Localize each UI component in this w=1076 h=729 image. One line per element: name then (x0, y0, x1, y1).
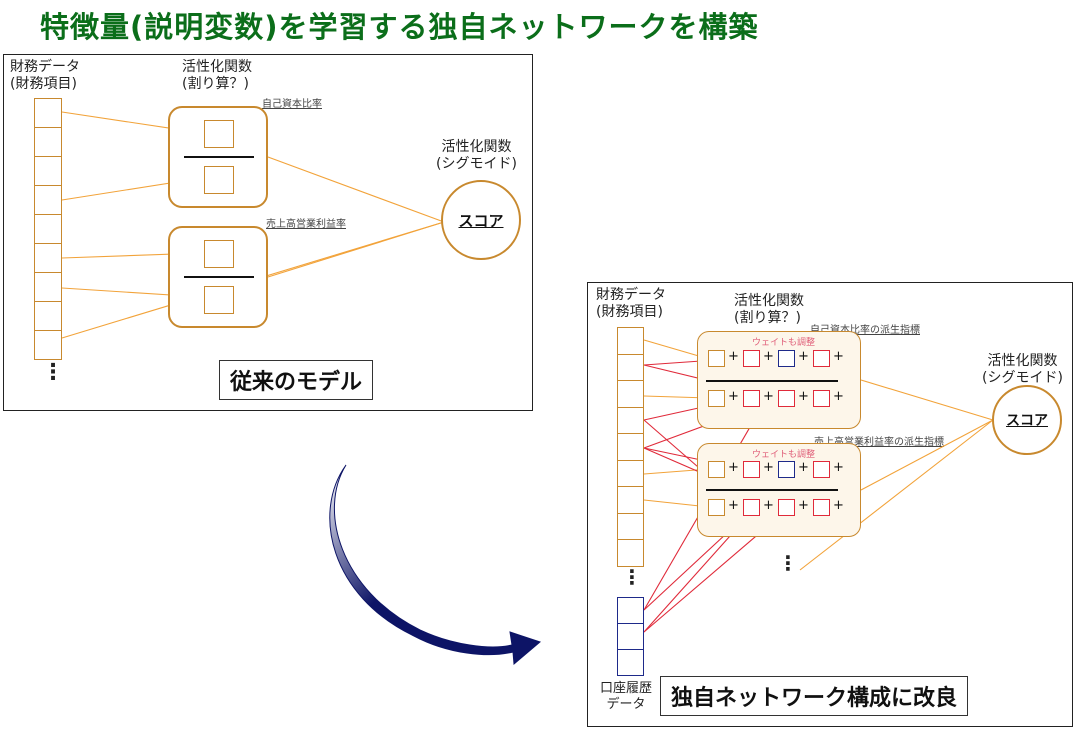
new-input-label-line2: (財務項目) (596, 304, 663, 320)
new-weight-note-1: ウェイトも調整 (752, 338, 816, 348)
old-ratio2-denominator (204, 286, 234, 314)
new-input-label: 財務データ (財務項目) (596, 287, 666, 321)
plus-sign: + (728, 460, 739, 475)
weight-square (743, 390, 760, 407)
old-ratio2-numerator (204, 240, 234, 268)
old-input-label: 財務データ (財務項目) (10, 59, 80, 93)
plus-sign: + (798, 460, 809, 475)
old-ratio1-node (168, 106, 268, 208)
new-account-label: 口座履歴 データ (600, 681, 652, 713)
new-input-label-line1: 財務データ (596, 287, 666, 303)
plus-sign: + (798, 389, 809, 404)
new-ratio2-name: 売上高営業利益率の派生指標 (814, 437, 944, 448)
new-sigmoid-label-line2: (シグモイド) (982, 370, 1063, 386)
old-ratio1-denominator (204, 166, 234, 194)
weight-square (708, 390, 725, 407)
new-input-cell (617, 512, 644, 540)
weight-square (778, 390, 795, 407)
weight-square (778, 499, 795, 516)
weight-square (708, 350, 725, 367)
old-ratio2-fraction-bar (184, 276, 254, 278)
old-ratio1-name: 自己資本比率 (262, 99, 322, 110)
old-ratio1-fraction-bar (184, 156, 254, 158)
plus-sign: + (798, 349, 809, 364)
old-input-label-line2: (財務項目) (10, 76, 77, 92)
new-account-label-line2: データ (606, 697, 646, 712)
new-ratio-activation-label: 活性化関数 (割り算？) (734, 293, 804, 327)
plus-sign: + (833, 389, 844, 404)
new-input-cell (617, 539, 644, 567)
new-sigmoid-label-line1: 活性化関数 (987, 353, 1058, 369)
plus-sign: + (763, 460, 774, 475)
new-score-node: スコア (992, 385, 1062, 455)
plus-sign: + (763, 349, 774, 364)
old-ratio-label-line1: 活性化関数 (182, 59, 252, 75)
connection-line (860, 419, 994, 491)
connection-line (860, 379, 994, 421)
new-node-ellipsis: ⋮ (778, 551, 798, 575)
new-input-cell (617, 380, 644, 408)
new-input-cell (617, 433, 644, 461)
old-sigmoid-label-line1: 活性化関数 (441, 139, 512, 155)
old-input-label-line1: 財務データ (10, 59, 80, 75)
connection-line (799, 419, 994, 571)
old-ratio2-name: 売上高営業利益率 (266, 219, 346, 230)
plus-sign: + (833, 460, 844, 475)
weight-square (813, 499, 830, 516)
weight-square (708, 499, 725, 516)
weight-square (778, 461, 795, 478)
plus-sign: + (763, 389, 774, 404)
new-ratio2-node: ウェイトも調整 + + + + + + + + (697, 443, 861, 537)
weight-square (813, 390, 830, 407)
new-ratio1-fraction-bar (706, 380, 838, 382)
old-score-node: スコア (441, 180, 521, 260)
weight-square (743, 499, 760, 516)
new-account-label-line1: 口座履歴 (600, 681, 653, 696)
page-title: 特徴量(説明変数)を学習する独自ネットワークを構築 (40, 10, 759, 44)
plus-sign: + (728, 349, 739, 364)
plus-sign: + (728, 498, 739, 513)
plus-sign: + (833, 498, 844, 513)
new-account-cell (617, 649, 644, 676)
new-ratio-label-line1: 活性化関数 (734, 293, 804, 309)
plus-sign: + (763, 498, 774, 513)
new-account-cell (617, 597, 644, 624)
plus-sign: + (728, 389, 739, 404)
weight-square (813, 350, 830, 367)
connection-line (267, 156, 445, 223)
old-ratio2-node (168, 226, 268, 328)
new-model-caption: 独自ネットワーク構成に改良 (660, 676, 969, 716)
new-ratio1-name: 自己資本比率の派生指標 (810, 325, 920, 336)
new-input-cell (617, 327, 644, 355)
new-weight-note-2: ウェイトも調整 (752, 450, 816, 460)
old-sigmoid-label: 活性化関数 (シグモイド) (436, 139, 517, 173)
old-ratio1-numerator (204, 120, 234, 148)
new-sigmoid-label: 活性化関数 (シグモイド) (982, 353, 1063, 387)
new-input-cell (617, 353, 644, 381)
plus-sign: + (798, 498, 809, 513)
weight-square (778, 350, 795, 367)
old-ratio-activation-label: 活性化関数 (割り算？) (182, 59, 252, 93)
weight-square (743, 461, 760, 478)
old-input-cell (34, 156, 62, 186)
new-ratio2-fraction-bar (706, 489, 838, 491)
old-sigmoid-label-line2: (シグモイド) (436, 156, 517, 172)
old-input-ellipsis: ⋮ (42, 360, 64, 385)
old-input-cell (34, 330, 62, 360)
weight-square (708, 461, 725, 478)
new-input-ellipsis: ⋮ (622, 565, 642, 589)
old-model-caption: 従来のモデル (219, 360, 374, 400)
new-ratio1-node: ウェイトも調整 + + + + + + + + (697, 331, 861, 429)
weight-square (813, 461, 830, 478)
old-ratio-label-line2: (割り算？) (182, 76, 249, 92)
new-ratio-label-line2: (割り算？) (734, 310, 801, 326)
plus-sign: + (833, 349, 844, 364)
weight-square (743, 350, 760, 367)
curved-arrow-icon (329, 464, 542, 666)
